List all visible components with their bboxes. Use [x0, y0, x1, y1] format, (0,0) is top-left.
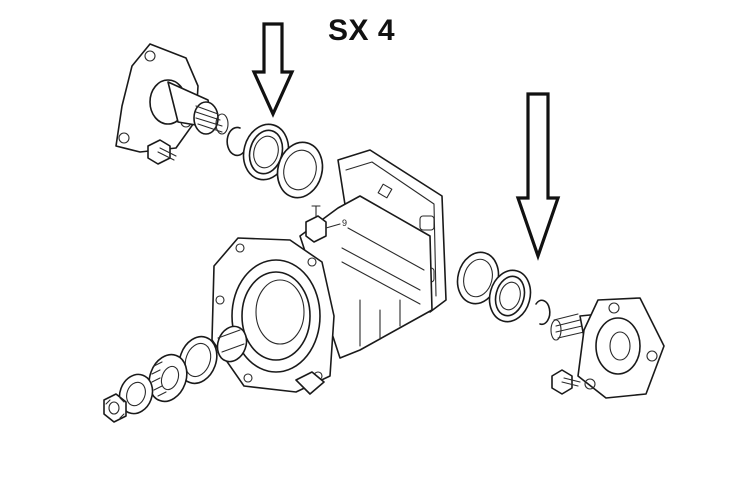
pinion-spacer	[216, 325, 248, 363]
left-flange-bolt	[147, 139, 177, 165]
left-down-arrow	[251, 22, 295, 118]
pinion-nut	[103, 393, 127, 423]
right-oil-seal	[488, 269, 532, 323]
differential-housing	[211, 149, 447, 395]
right-drive-flange	[550, 297, 665, 399]
left-shim	[276, 141, 324, 199]
bearing-race	[178, 335, 218, 385]
breather-plug: 9	[305, 205, 347, 243]
diagram-title: SX 4	[328, 14, 396, 47]
pinion-bearing	[148, 353, 188, 403]
callout-number: 9	[342, 218, 347, 228]
left-drive-flange	[115, 43, 229, 153]
right-flange-bolt	[551, 369, 581, 395]
right-down-arrow	[515, 92, 561, 261]
right-snap-ring	[535, 299, 551, 326]
pinion-washer	[118, 373, 154, 415]
